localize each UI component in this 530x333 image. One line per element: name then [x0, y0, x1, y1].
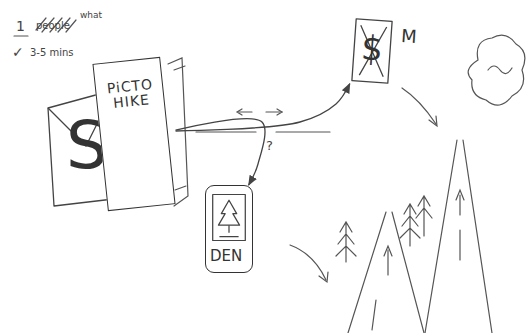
- flow-arrow-head: [429, 116, 437, 126]
- cloud-squiggle: [488, 66, 512, 74]
- flow-arrow: [402, 88, 436, 124]
- outline-stroke: [357, 25, 386, 77]
- tree-symbol: [416, 196, 432, 236]
- tree-symbol: [400, 204, 420, 246]
- outline-stroke: [213, 195, 246, 241]
- node-text: DEN: [210, 248, 242, 265]
- road-marking: [456, 190, 464, 260]
- underline: [14, 35, 28, 36]
- note-text: people: [36, 20, 70, 31]
- hatch-strike: [36, 18, 76, 32]
- flow-connector: [176, 84, 350, 131]
- flow-connector: [176, 119, 265, 185]
- note-text: what: [80, 10, 102, 20]
- note-text: 1: [16, 18, 25, 34]
- cloud-scribble: [468, 35, 525, 105]
- forest-road-marking: [372, 246, 392, 330]
- double-arrow-heads: [237, 109, 282, 115]
- note-text: ✓: [12, 44, 24, 60]
- book-cover: PiCTO HIKE: [92, 57, 175, 211]
- phone-device: DEN: [205, 185, 253, 273]
- outline-stroke: [219, 225, 238, 237]
- book-pages: [174, 66, 186, 190]
- note-text: ?: [266, 138, 273, 153]
- note-text: 3-5 mins: [30, 47, 74, 58]
- parallel-track: [196, 131, 330, 132]
- flow-arrow: [290, 245, 326, 280]
- flow-arrow-head: [319, 272, 328, 282]
- node-text: PiCTO HIKE: [103, 76, 158, 112]
- double-arrow: [238, 111, 282, 112]
- node-text: $: [360, 29, 384, 68]
- node-text: M: [400, 26, 417, 47]
- tree-symbol: [336, 222, 356, 262]
- outline-stroke: [352, 19, 392, 83]
- sketch-strokes: [14, 18, 525, 333]
- outline-stroke: [218, 200, 239, 225]
- payment-card: $M: [350, 17, 395, 86]
- road-edge: [425, 140, 492, 333]
